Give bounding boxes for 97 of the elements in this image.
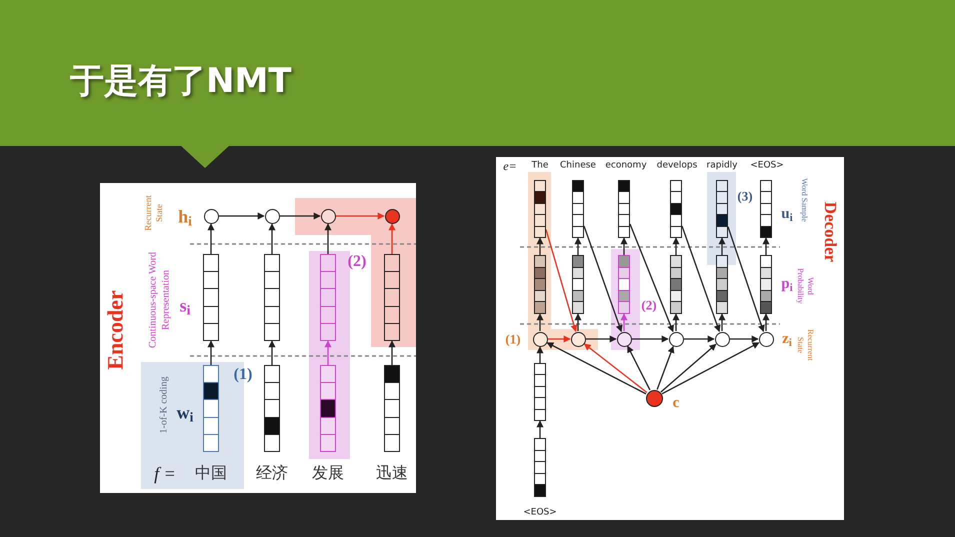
arrow	[656, 346, 674, 390]
arrow	[672, 313, 680, 331]
step-number: (1)	[234, 365, 252, 385]
arrow	[662, 342, 760, 394]
arrow	[388, 340, 396, 365]
arrow	[586, 336, 617, 342]
axis-label: Continuous-space Word Representation	[148, 251, 172, 350]
arrow	[583, 226, 623, 332]
arrow	[574, 237, 582, 255]
word-label: <EOS>	[750, 159, 784, 172]
word-label: 迅速	[376, 464, 408, 484]
arrow	[536, 237, 544, 255]
arrow	[727, 226, 765, 332]
arrow	[536, 346, 544, 363]
variable-label: h$_{i}$	[178, 206, 192, 230]
variable-label: w$_{i}$	[176, 402, 194, 426]
vector-bar	[618, 180, 630, 238]
slide-title: 于是有了NMT	[70, 60, 292, 103]
word-label: 中国	[195, 464, 227, 484]
arrow	[730, 336, 759, 342]
arrow	[548, 336, 571, 342]
arrow	[681, 226, 721, 332]
arrow	[545, 229, 578, 332]
vector-bar	[760, 180, 772, 238]
vector-bar	[534, 255, 546, 314]
variable-label: z$_{i}$	[782, 330, 792, 350]
word-label: 经济	[256, 464, 288, 484]
vector-bar	[534, 363, 546, 421]
axis-label: 1-of-K coding	[158, 376, 170, 434]
arrow	[718, 313, 726, 331]
arrow	[620, 237, 628, 255]
arrow	[388, 223, 396, 254]
vector-bar	[534, 180, 546, 238]
word-label: rapidly	[706, 159, 738, 172]
axis-label: Word Sample	[799, 178, 810, 222]
axis-label: Recurrent State	[142, 194, 165, 233]
word-label: 发展	[312, 464, 344, 484]
arrow	[718, 237, 726, 255]
axis-label: Recurrent State	[795, 328, 815, 363]
word-label: economy	[605, 159, 647, 172]
vector-bar	[264, 365, 280, 452]
arrow	[268, 223, 276, 254]
panel-title: Decoder	[820, 202, 841, 262]
vector-bar	[760, 255, 772, 314]
vector-bar	[203, 365, 219, 452]
arrow	[620, 313, 628, 331]
variable-label: e=	[503, 158, 517, 175]
axis-label: Word Probability	[795, 267, 815, 306]
variable-label: s$_{i}$	[180, 294, 190, 320]
vector-bar	[572, 180, 584, 238]
step-number: (1)	[505, 330, 521, 348]
arrow	[536, 313, 544, 331]
variable-label: u$_{i}$	[781, 204, 793, 226]
step-number: (2)	[348, 252, 366, 272]
arrow	[574, 313, 582, 331]
arrow	[208, 340, 214, 365]
arrow	[324, 340, 332, 365]
arrow	[762, 237, 770, 255]
arrow	[660, 344, 716, 393]
vector-bar	[534, 438, 546, 497]
vector-bar	[320, 254, 336, 341]
vector-bar	[670, 255, 682, 314]
vector-bar	[384, 365, 400, 452]
arrow	[219, 212, 265, 220]
vector-bar	[670, 180, 682, 238]
vector-bar	[384, 254, 400, 341]
arrow	[336, 212, 385, 220]
arrow	[546, 342, 646, 394]
arrow	[627, 346, 650, 390]
arrow	[629, 224, 674, 332]
variable-label: f =	[154, 462, 176, 486]
arrow	[208, 223, 214, 254]
word-label: The	[532, 159, 548, 172]
vector-bar	[716, 255, 728, 314]
vector-bar	[264, 254, 280, 341]
arrow	[584, 343, 648, 393]
variable-label: p$_{i}$	[781, 274, 793, 296]
arrow	[280, 212, 321, 220]
step-number: (2)	[641, 296, 657, 314]
arrow	[632, 336, 669, 342]
word-label: <EOS>	[523, 506, 557, 520]
arrow	[672, 237, 680, 255]
arrow	[762, 313, 770, 331]
vector-bar	[203, 254, 219, 341]
vector-bar	[572, 255, 584, 314]
vector-bar	[716, 180, 728, 238]
variable-label: c	[672, 394, 680, 413]
vector-bar	[618, 255, 630, 314]
panel-title: Encoder	[102, 290, 128, 370]
arrow	[536, 420, 544, 438]
arrow	[684, 336, 715, 342]
arrow	[268, 340, 276, 365]
step-number: (3)	[737, 187, 753, 206]
arrow	[324, 223, 332, 254]
word-label: develops	[656, 159, 698, 172]
word-label: Chinese	[560, 159, 596, 172]
vector-bar	[320, 365, 336, 452]
